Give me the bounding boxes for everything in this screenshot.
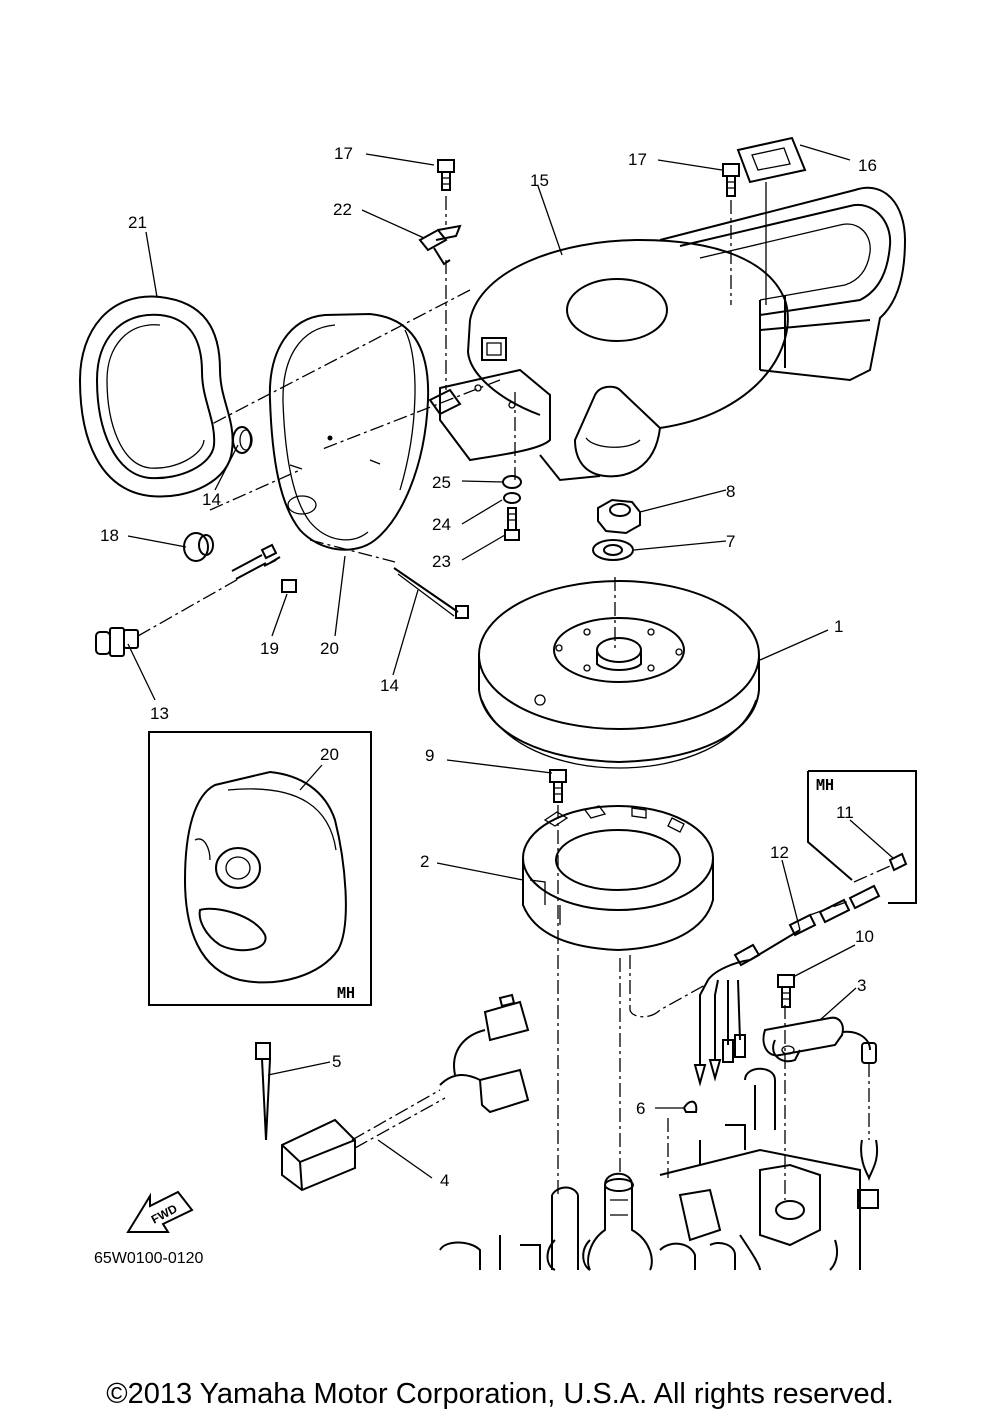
part-19-tape xyxy=(281,579,297,593)
callout-25: 25 xyxy=(432,473,451,492)
part-10-bolt xyxy=(777,974,795,1008)
callout-5: 5 xyxy=(332,1052,341,1071)
callout-labels: 17 17 16 15 21 22 14 25 8 24 7 18 23 19 … xyxy=(100,144,877,1190)
callout-13: 13 xyxy=(150,704,169,723)
callout-20-inset: 20 xyxy=(320,745,339,764)
part-12-lead-wire xyxy=(629,884,881,1087)
callout-17-left: 17 xyxy=(334,144,353,163)
callout-11: 11 xyxy=(836,803,854,822)
part-24-washer xyxy=(503,492,521,504)
part-6-key xyxy=(682,1100,698,1113)
inset-mh-label-left: MH xyxy=(337,984,355,1002)
part-14-cable-tie xyxy=(393,567,469,619)
callout-19: 19 xyxy=(260,639,279,658)
alignment-lines xyxy=(209,196,786,1200)
callout-9: 9 xyxy=(425,746,434,765)
engine-block xyxy=(439,1067,861,1271)
callout-6: 6 xyxy=(636,1099,645,1118)
part-20-silencer xyxy=(268,312,430,551)
part-17-bolt-left xyxy=(437,159,455,191)
callout-8: 8 xyxy=(726,482,735,501)
part-7-washer xyxy=(592,539,634,561)
callout-15: 15 xyxy=(530,171,549,190)
parts-diagram: 17 17 16 15 21 22 14 25 8 24 7 18 23 19 … xyxy=(78,136,917,1271)
fwd-arrow: FWD xyxy=(126,1190,194,1233)
callout-1: 1 xyxy=(834,617,843,636)
callout-21: 21 xyxy=(128,213,147,232)
callout-10: 10 xyxy=(855,927,874,946)
callout-24: 24 xyxy=(432,515,451,534)
part-9-bolt xyxy=(549,769,567,803)
part-17-bolt-right xyxy=(722,163,740,197)
leader-lines xyxy=(127,144,894,1179)
part-2-stator xyxy=(522,805,714,952)
callout-12: 12 xyxy=(770,843,789,862)
callout-17-right: 17 xyxy=(628,150,647,169)
part-21-gasket xyxy=(78,295,234,498)
part-25-washer xyxy=(502,475,522,489)
callout-22: 22 xyxy=(333,200,352,219)
inset-mh-label-right: MH xyxy=(816,776,834,794)
callout-20-upper: 20 xyxy=(320,639,339,658)
part-15-flywheel-cover xyxy=(428,187,907,482)
part-16-decal xyxy=(736,136,807,305)
callout-18: 18 xyxy=(100,526,119,545)
part-18-grommet xyxy=(183,532,214,562)
part-22-joint xyxy=(418,224,462,266)
callout-2: 2 xyxy=(420,852,429,871)
callout-16: 16 xyxy=(858,156,877,175)
part-1-flywheel xyxy=(478,580,760,769)
part-14-clip xyxy=(232,426,253,454)
callout-23: 23 xyxy=(432,552,451,571)
part-4-cdi-unit xyxy=(281,993,530,1192)
part-13-sensor xyxy=(95,543,281,657)
inset-mh-panel xyxy=(148,731,372,1006)
copyright-notice: ©2013 Yamaha Motor Corporation, U.S.A. A… xyxy=(106,1378,894,1410)
part-5-cable-tie xyxy=(255,1042,271,1141)
part-3-pulser-coil xyxy=(762,1016,879,1209)
callout-7: 7 xyxy=(726,532,735,551)
callout-4: 4 xyxy=(440,1171,449,1190)
callout-14-lower: 14 xyxy=(380,676,399,695)
part-23-bolt xyxy=(504,507,520,541)
drawing-code: 65W0100-0120 xyxy=(94,1250,204,1267)
part-8-nut xyxy=(597,498,641,535)
callout-14-upper: 14 xyxy=(202,490,221,509)
inset-mh-part-11 xyxy=(807,770,917,904)
callout-3: 3 xyxy=(857,976,866,995)
